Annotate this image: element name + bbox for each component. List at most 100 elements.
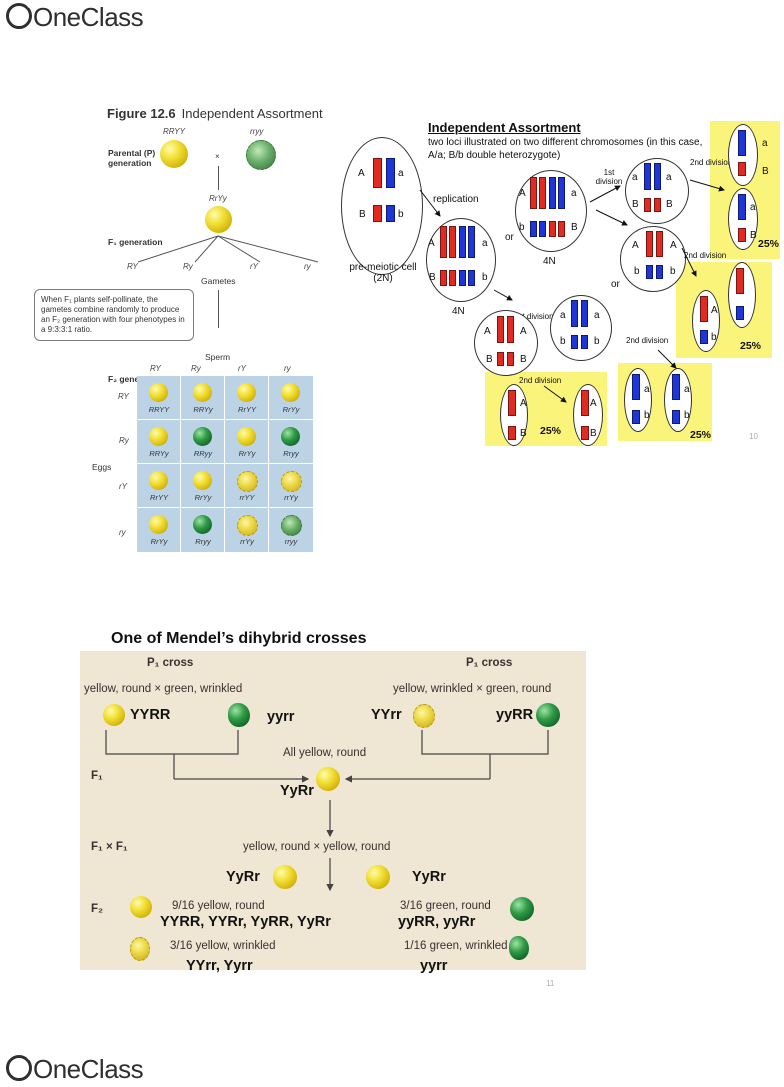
label-b-g7: b (644, 410, 650, 421)
label-a-bml: a (560, 310, 566, 321)
cell-2n-bl (474, 310, 538, 376)
sperm-col-ry: ry (284, 364, 291, 373)
c2-desc: 3/16 green, round (400, 900, 491, 912)
gamete-RY: RY (127, 262, 138, 271)
parent2-pea-icon (246, 140, 276, 170)
label-b-mrr: b (670, 266, 676, 277)
pea-c3-icon (130, 937, 150, 961)
egg-row-rY: rY (119, 482, 127, 491)
punnett-genotype: RrYy (238, 449, 256, 458)
pea-YYrr-icon (413, 704, 435, 728)
second-division-label-1: 2nd division (690, 158, 733, 167)
genotype-yyrr-left: yyrr (267, 709, 295, 725)
sperm-col-RY: RY (150, 364, 161, 373)
chrom-4n-l-b2 (468, 270, 475, 286)
pct-25-1: 25% (758, 238, 780, 250)
chrom-tr1-a1 (644, 163, 651, 190)
chrom-bl-B1 (497, 352, 504, 366)
chrom-bm-b2 (581, 335, 588, 349)
f1-label: F₁ generation (108, 237, 163, 247)
punnett-genotype: RrYy (194, 493, 212, 502)
punnett-genotype: RrYy (150, 537, 168, 546)
label-B-blr: B (520, 354, 527, 365)
label-b-bml: b (560, 336, 566, 347)
label-A-g3: A (711, 305, 718, 316)
mendel-panel (80, 651, 586, 970)
label-b-bmr: b (594, 336, 600, 347)
label-B-g5: B (520, 428, 527, 439)
chrom-bl-A1 (497, 316, 504, 343)
pct-25-2: 25% (740, 340, 762, 352)
punnett-genotype: rryy (284, 537, 298, 546)
chrom-4n-l-a1 (459, 226, 466, 258)
pea-c2-icon (510, 897, 534, 921)
genotype-YyRr-f1: YyRr (280, 783, 314, 799)
chrom-4n-t-a1 (549, 177, 556, 209)
callout-box: When F₁ plants self-pollinate, the gamet… (34, 289, 194, 341)
label-B-tr1l: B (632, 199, 639, 210)
grid-line-v2 (224, 376, 225, 552)
label-4n-top: 4N (543, 256, 556, 267)
grid-line-v1 (180, 376, 181, 552)
egg-row-ry: ry (119, 528, 126, 537)
punnett-pea-icon (193, 427, 212, 446)
eggs-label: Eggs (92, 462, 112, 472)
premeiotic-label: pre-meiotic cell (2N) (349, 262, 417, 284)
chrom-g4-A (736, 268, 744, 294)
pea-f1-icon (316, 767, 340, 791)
oneclass-logo-bottom[interactable]: OneClass (6, 1054, 144, 1085)
label-a-4nl: a (482, 238, 488, 249)
c4-geno: yyrr (420, 958, 448, 974)
or-label-1: or (505, 232, 514, 243)
punnett-genotype: rrYy (240, 537, 254, 546)
ia-arrows (419, 179, 725, 403)
logo-text: OneClass (33, 2, 144, 32)
label-a-bmr: a (594, 310, 600, 321)
label-B-4nt: B (571, 222, 578, 233)
egg-row-Ry: Ry (119, 436, 129, 445)
punnett-pea-icon (193, 383, 212, 402)
label-A-g6: A (590, 398, 597, 409)
chrom-4n-t-A1 (530, 177, 537, 209)
label-a-tr1l: a (632, 172, 638, 183)
punnett-genotype: Rryy (283, 449, 299, 458)
label-B-tr1r: B (666, 199, 673, 210)
punnett-genotype: RRYY (148, 405, 170, 414)
chrom-4n-l-B1 (440, 270, 447, 286)
cell-2n-mr (620, 226, 686, 292)
oneclass-logo-top[interactable]: OneClass (6, 2, 144, 33)
chrom-g5-A (508, 390, 516, 416)
label-B-g1: B (762, 166, 769, 177)
second-division-label-4: 2nd division (626, 336, 669, 345)
label-b-g8: b (684, 410, 690, 421)
label-a-tr1r: a (666, 172, 672, 183)
figure-title-text: Independent Assortment (181, 106, 323, 121)
label-B-4nl: B (429, 272, 436, 283)
punnett-genotype: rrYY (239, 493, 255, 502)
chrom-4n-t-a2 (558, 177, 565, 209)
or-label-2: or (611, 279, 620, 290)
parent2-genotype: rryy (250, 127, 264, 136)
cross-desc: yellow, round × yellow, round (243, 841, 391, 853)
label-B-g2: B (750, 230, 757, 241)
punnett-pea-icon (281, 471, 302, 492)
egg-row-RY: RY (118, 392, 129, 401)
punnett-genotype: rrYy (284, 493, 298, 502)
gamete-ry: ry (304, 262, 311, 271)
punnett-pea-icon (237, 383, 256, 402)
chrom-4n-t-b1 (530, 221, 537, 237)
chrom-g4-b (736, 306, 744, 320)
label-4n-left: 4N (452, 306, 465, 317)
grid-line-h3 (137, 507, 313, 508)
pea-yyRR-icon (536, 703, 560, 727)
punnett-genotype: RRYy (193, 405, 213, 414)
c1-desc: 9/16 yellow, round (172, 900, 265, 912)
pea-c4-icon (509, 936, 529, 960)
punnett-pea-icon (281, 427, 300, 446)
chrom-4n-l-b1 (459, 270, 466, 286)
punnett-genotype: RRyy (193, 449, 213, 458)
chrom-g6-B (581, 426, 589, 440)
